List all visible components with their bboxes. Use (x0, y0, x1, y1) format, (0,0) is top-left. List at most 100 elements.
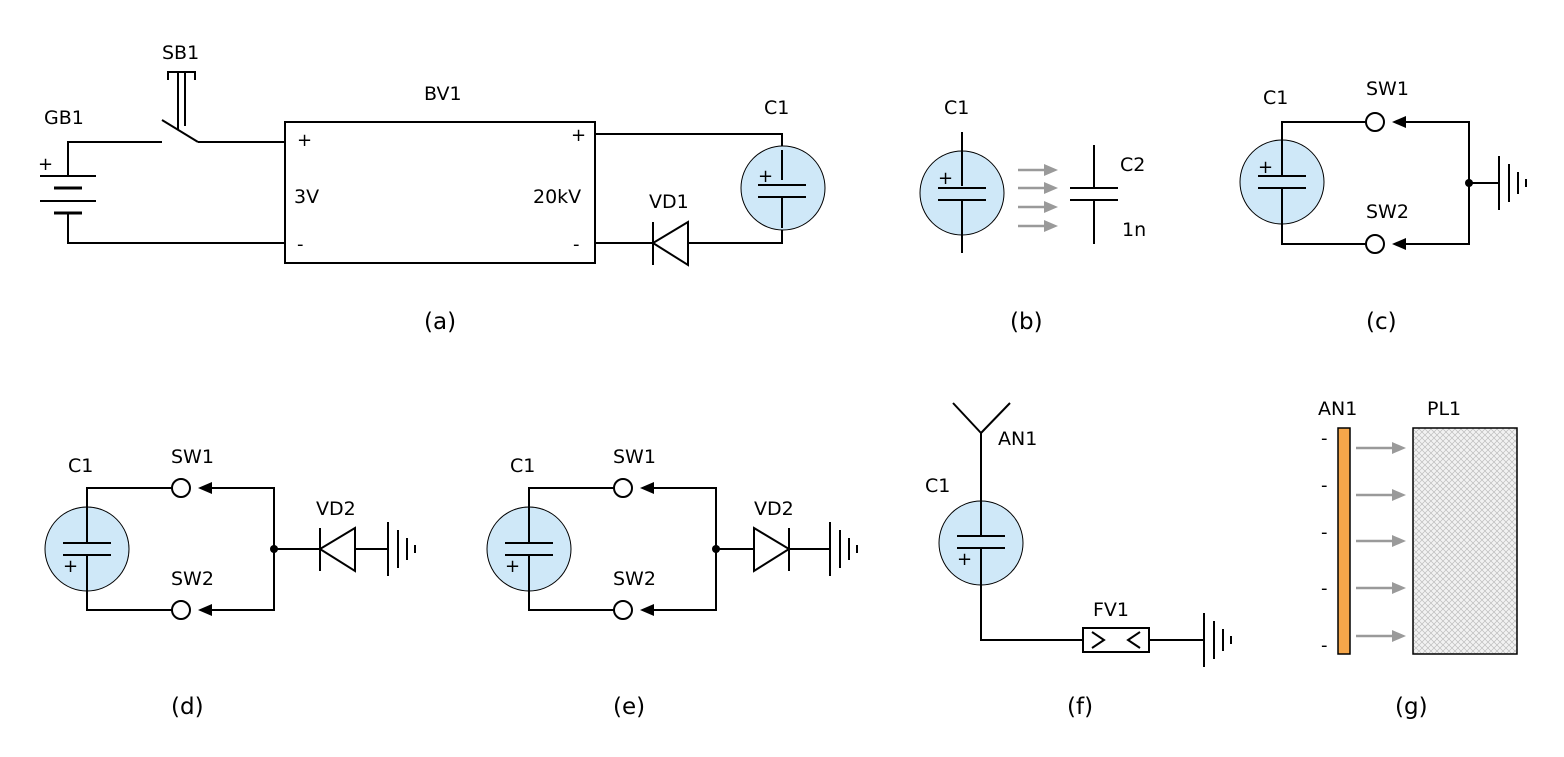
spark-gap-sw2-ball (1365, 234, 1385, 254)
label-c2: C2 (1120, 154, 1145, 176)
battery-gb1 (40, 175, 96, 215)
wire-c1-to-fv1 (980, 548, 1083, 641)
minus-mark: - (1321, 428, 1328, 449)
spark-gap-sw1-tip (640, 482, 654, 494)
panel-f: AN1 + C1 FV1 (f) (925, 402, 1232, 720)
spark-gap-sw1-ball (1365, 112, 1385, 132)
panel-a: GB1 + SB1 BV1 + - 3V + - 20kV VD1 (38, 42, 826, 335)
minus-mark: - (1321, 635, 1328, 656)
minus-mark: - (1321, 475, 1328, 496)
spark-gap-sw1-ball (613, 478, 633, 498)
label-an1: AN1 (1318, 398, 1357, 420)
wire-c1-bottom (1281, 188, 1366, 245)
wire-sw-return (1406, 121, 1470, 245)
caption-a: (a) (424, 309, 456, 335)
capacitor-c1 (1258, 175, 1306, 189)
capacitor-c2 (1070, 145, 1118, 244)
spark-gap-sw2-ball (613, 600, 633, 620)
diode-vd2 (753, 526, 791, 573)
label-sb1: SB1 (162, 42, 199, 64)
caption-g: (g) (1395, 694, 1428, 720)
switch-sb1 (161, 71, 199, 143)
antenna-an1 (952, 402, 1011, 434)
converter-bv1 (284, 121, 596, 264)
label-out-plus: + (571, 125, 586, 146)
label-out-minus: - (573, 234, 580, 255)
spark-gap-sw1-tip (1392, 116, 1406, 128)
label-pl1: PL1 (1427, 398, 1461, 420)
label-bv1: BV1 (424, 83, 462, 105)
caption-f: (f) (1067, 694, 1093, 720)
label-c1: C1 (510, 455, 535, 477)
wire-battery-bottom (67, 213, 285, 244)
label-sw2: SW2 (171, 568, 214, 590)
label-vd2: VD2 (754, 498, 794, 520)
ground-icon (387, 522, 416, 576)
label-sw2: SW2 (613, 568, 656, 590)
wire-bv1-out-plus (595, 133, 783, 150)
label-gb1-plus: + (38, 154, 53, 175)
label-c1-plus: + (938, 168, 953, 189)
caption-e: (e) (613, 694, 645, 720)
wire-c1-top (528, 487, 614, 543)
label-c2-value: 1n (1122, 219, 1146, 241)
panel-c: + C1 SW1 SW2 (c) (1239, 78, 1527, 335)
label-sw2: SW2 (1366, 201, 1409, 223)
label-sw1: SW1 (613, 446, 656, 468)
label-sw1: SW1 (1366, 78, 1409, 100)
label-in-voltage: 3V (294, 186, 319, 208)
label-out-voltage: 20kV (533, 186, 581, 208)
label-c1: C1 (68, 455, 93, 477)
label-sw1: SW1 (171, 446, 214, 468)
arrester-fv1-left-electrode (1091, 631, 1106, 649)
field-arrows (1356, 442, 1406, 642)
spark-gap-sw1-tip (198, 482, 212, 494)
label-c1: C1 (925, 475, 950, 497)
capacitor-c1-bubble (740, 145, 826, 231)
wire-c1-top (86, 487, 172, 543)
label-vd1: VD1 (649, 191, 689, 213)
panel-g: AN1 - - - - - PL1 (g) (1318, 398, 1518, 720)
label-c1-plus: + (758, 166, 773, 187)
wire-sw-return (212, 487, 275, 611)
spark-gap-sw2-tip (1392, 238, 1406, 250)
label-c1: C1 (944, 97, 969, 119)
wire-sw-return (654, 487, 717, 611)
minus-mark: - (1321, 522, 1328, 543)
spark-gap-sw1-ball (171, 478, 191, 498)
label-c1: C1 (1263, 87, 1288, 109)
panel-e: + C1 SW1 SW2 VD2 (e) (486, 446, 858, 720)
label-c1: C1 (764, 97, 789, 119)
label-an1: AN1 (998, 428, 1037, 450)
label-gb1: GB1 (44, 107, 84, 129)
label-fv1: FV1 (1093, 599, 1129, 621)
wire-c1-top (1281, 121, 1366, 176)
wire-c1-bottom (528, 555, 614, 611)
capacitor-c1 (63, 542, 111, 556)
spark-gap-sw2-ball (171, 600, 191, 620)
caption-d: (d) (171, 694, 204, 720)
wire-battery-top (67, 141, 162, 176)
panel-b: + C1 C2 1n (b) (919, 97, 1146, 335)
ground-icon (1203, 613, 1232, 667)
capacitor-c1 (505, 542, 553, 556)
label-in-minus: - (297, 234, 304, 255)
field-arrows (1018, 164, 1058, 232)
arrester-fv1-right-electrode (1126, 631, 1141, 649)
label-in-plus: + (297, 130, 312, 151)
ground-icon (1498, 156, 1527, 210)
ground-icon (829, 522, 858, 576)
diode-vd1 (651, 220, 689, 267)
diode-vd2 (318, 526, 356, 573)
spark-gap-sw2-tip (198, 604, 212, 616)
label-c1-plus: + (957, 549, 972, 570)
capacitor-c1 (938, 132, 986, 253)
caption-c: (c) (1366, 309, 1397, 335)
label-c1-plus: + (63, 556, 78, 577)
caption-b: (b) (1010, 309, 1043, 335)
plate-pl1 (1412, 427, 1518, 655)
label-vd2: VD2 (316, 498, 356, 520)
label-c1-plus: + (1258, 157, 1273, 178)
panel-d: + C1 SW1 SW2 VD2 (d) (44, 446, 416, 720)
